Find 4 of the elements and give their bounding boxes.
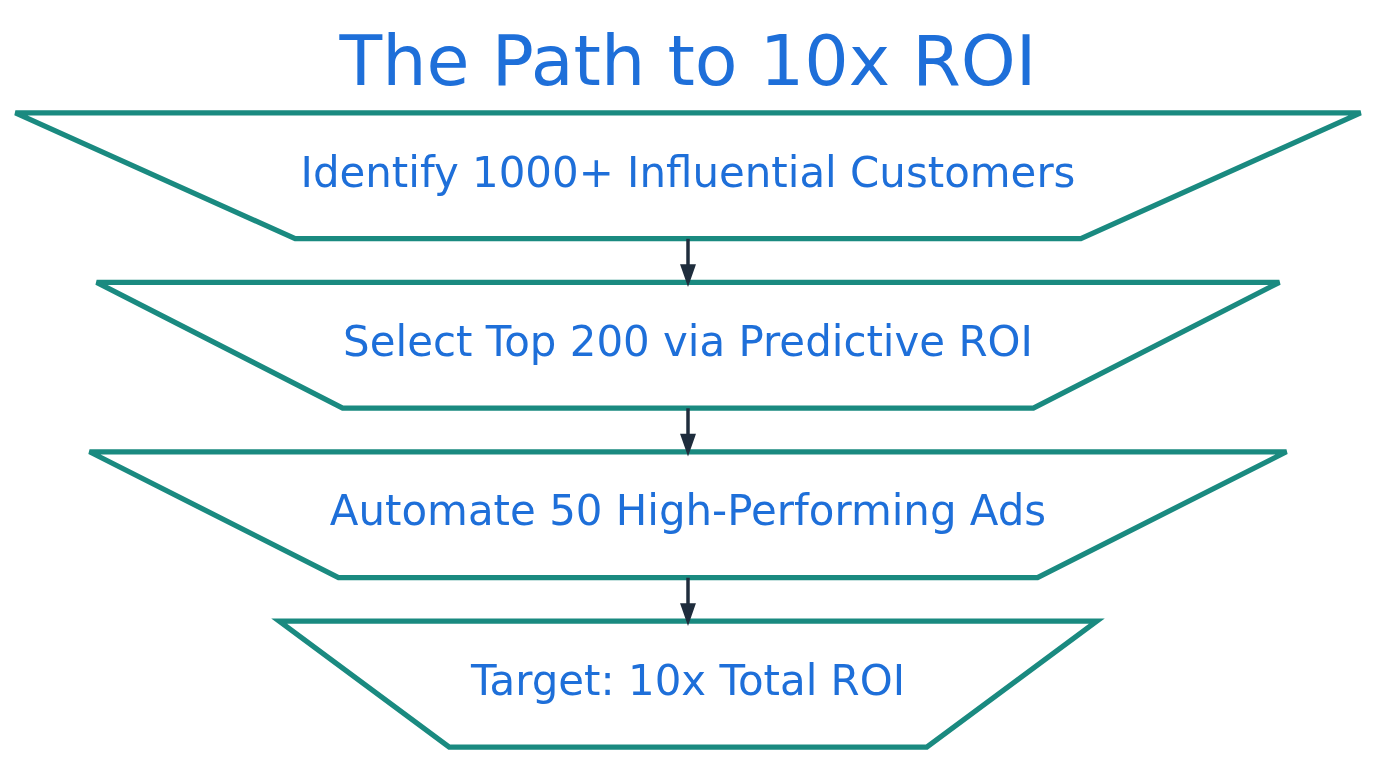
arrow bbox=[680, 577, 696, 626]
diagram-title: The Path to 10x ROI bbox=[339, 19, 1037, 101]
arrow bbox=[680, 407, 696, 457]
arrow bbox=[680, 238, 696, 287]
